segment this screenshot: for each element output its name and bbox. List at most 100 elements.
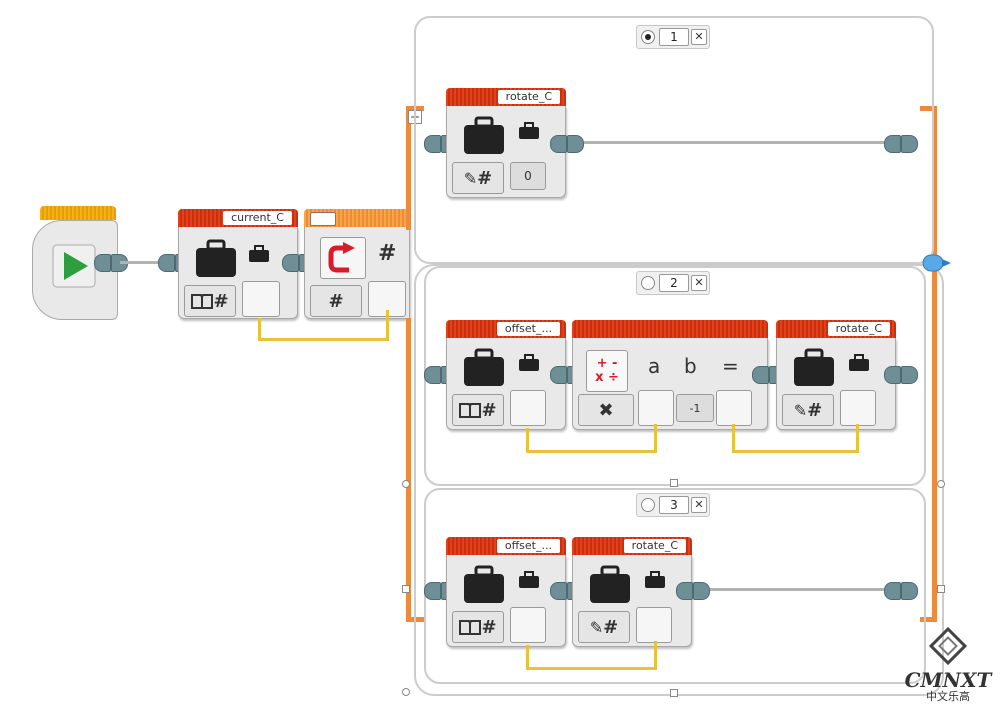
case-1-tab[interactable]: 1 ✕ [636, 25, 710, 49]
read-mode-selector[interactable]: # [452, 394, 504, 426]
math-equals-label: = [722, 354, 739, 378]
start-output-plug[interactable] [94, 254, 128, 272]
math-icon: + - x ÷ [586, 350, 628, 392]
rotate-c-header: rotate_C [776, 320, 896, 338]
switch-exit-plug[interactable] [922, 254, 952, 272]
play-icon [52, 244, 96, 288]
math-mode-selector[interactable]: ✖ [578, 394, 634, 426]
small-briefcase-icon [519, 122, 539, 139]
small-briefcase-icon [849, 354, 869, 371]
read-mode-selector[interactable]: # [184, 285, 236, 317]
math-symbol-top: + - [596, 356, 618, 371]
block-label: offset_... [496, 322, 560, 336]
block-label: rotate_C [497, 90, 560, 104]
math-input-b-label: b [684, 354, 697, 378]
numeric-glyph: # [603, 616, 619, 638]
switch-numeric-mode[interactable]: # [310, 285, 362, 317]
case2-offset-block[interactable]: offset_... # [446, 320, 566, 430]
rotate-c-header: rotate_C [446, 88, 566, 106]
case1-rotate-c-block[interactable]: rotate_C ✎ # 0 [446, 88, 566, 198]
offset-output-port[interactable] [510, 607, 546, 643]
briefcase-icon [590, 565, 630, 603]
switch-left-rail-top [406, 108, 411, 230]
sequence-wire-start [120, 261, 160, 264]
briefcase-icon [464, 348, 504, 386]
case-1-radio[interactable] [641, 30, 655, 44]
case1-sequence-wire [584, 141, 884, 144]
write-mode-selector[interactable]: ✎ # [452, 162, 504, 194]
resize-handle[interactable] [670, 479, 678, 487]
case2-exit-plug[interactable] [884, 366, 918, 384]
data-wire-math-to-rotate-h [732, 450, 858, 453]
small-briefcase-icon [249, 245, 269, 262]
offset-output-port[interactable] [510, 390, 546, 426]
small-briefcase-icon [645, 571, 665, 588]
numeric-glyph: # [213, 290, 229, 312]
math-input-b[interactable]: -1 [676, 394, 714, 422]
rotate-input-port[interactable] [636, 607, 672, 643]
resize-handle[interactable] [670, 689, 678, 697]
output-value-port[interactable] [242, 281, 280, 317]
data-wire-case3-h [526, 667, 656, 670]
current-c-block[interactable]: current_C # [178, 209, 298, 319]
pencil-icon: ✎ [589, 617, 604, 637]
case1-output-plug[interactable] [550, 135, 584, 153]
case-3-delete[interactable]: ✕ [691, 497, 707, 513]
read-mode-selector[interactable]: # [452, 611, 504, 643]
resize-handle[interactable] [402, 585, 410, 593]
resize-handle[interactable] [402, 688, 410, 696]
case-2-value[interactable]: 2 [659, 274, 689, 292]
switch-right-rail-topcap [920, 106, 937, 111]
data-wire-case3-v2 [654, 641, 657, 670]
data-wire-case3-v1 [526, 645, 529, 669]
book-icon [459, 620, 482, 635]
offset-header: offset_... [446, 537, 566, 555]
case-3-tab[interactable]: 3 ✕ [636, 493, 710, 517]
case-1-delete[interactable]: ✕ [691, 29, 707, 45]
case3-offset-block[interactable]: offset_... # [446, 537, 566, 647]
case1-exit-plug[interactable] [884, 135, 918, 153]
data-wire-math-to-rotate-v1 [732, 424, 735, 452]
case-2-tab[interactable]: 2 ✕ [636, 271, 710, 295]
briefcase-icon [794, 348, 834, 386]
briefcase-icon [464, 565, 504, 603]
watermark-logo: CMNXT 中文乐高 [898, 626, 998, 718]
math-block[interactable]: + - x ÷ a b = ✖ -1 [572, 320, 768, 430]
rotate-input-value[interactable]: 0 [510, 162, 546, 190]
switch-entry-block[interactable]: # # [304, 209, 410, 319]
math-input-a[interactable] [638, 390, 674, 426]
case3-rotate-c-block[interactable]: rotate_C ✎ # [572, 537, 692, 647]
resize-handle[interactable] [937, 480, 945, 488]
math-input-a-label: a [648, 354, 661, 378]
start-block-header [40, 206, 116, 220]
write-mode-selector[interactable]: ✎ # [782, 394, 834, 426]
resize-handle[interactable] [937, 585, 945, 593]
briefcase-icon [464, 116, 504, 154]
data-wire-offset-to-math-h [526, 450, 656, 453]
pencil-icon: ✎ [793, 400, 808, 420]
block-label: rotate_C [623, 539, 686, 553]
write-mode-selector[interactable]: ✎ # [578, 611, 630, 643]
rotate-input-port[interactable] [840, 390, 876, 426]
case-2-delete[interactable]: ✕ [691, 275, 707, 291]
case3-rotate-output[interactable] [676, 582, 710, 600]
switch-view-toggle[interactable] [310, 212, 336, 226]
case-3-radio[interactable] [641, 498, 655, 512]
watermark-subtext: 中文乐高 [926, 690, 970, 703]
math-symbol-bottom: x ÷ [595, 370, 619, 385]
case3-exit-plug[interactable] [884, 582, 918, 600]
math-result-port[interactable] [716, 390, 752, 426]
case-1-value[interactable]: 1 [659, 28, 689, 46]
block-label: offset_... [496, 539, 560, 553]
numeric-glyph: # [477, 167, 493, 189]
case-3-value[interactable]: 3 [659, 496, 689, 514]
small-briefcase-icon [519, 571, 539, 588]
multiply-icon: ✖ [598, 399, 614, 421]
switch-mode-selector[interactable] [320, 237, 366, 279]
resize-handle[interactable] [402, 480, 410, 488]
case2-rotate-c-block[interactable]: rotate_C ✎ # [776, 320, 896, 430]
offset-header: offset_... [446, 320, 566, 338]
case-2-radio[interactable] [641, 276, 655, 290]
block-label: current_C [223, 211, 292, 225]
numeric-glyph: # [481, 399, 497, 421]
